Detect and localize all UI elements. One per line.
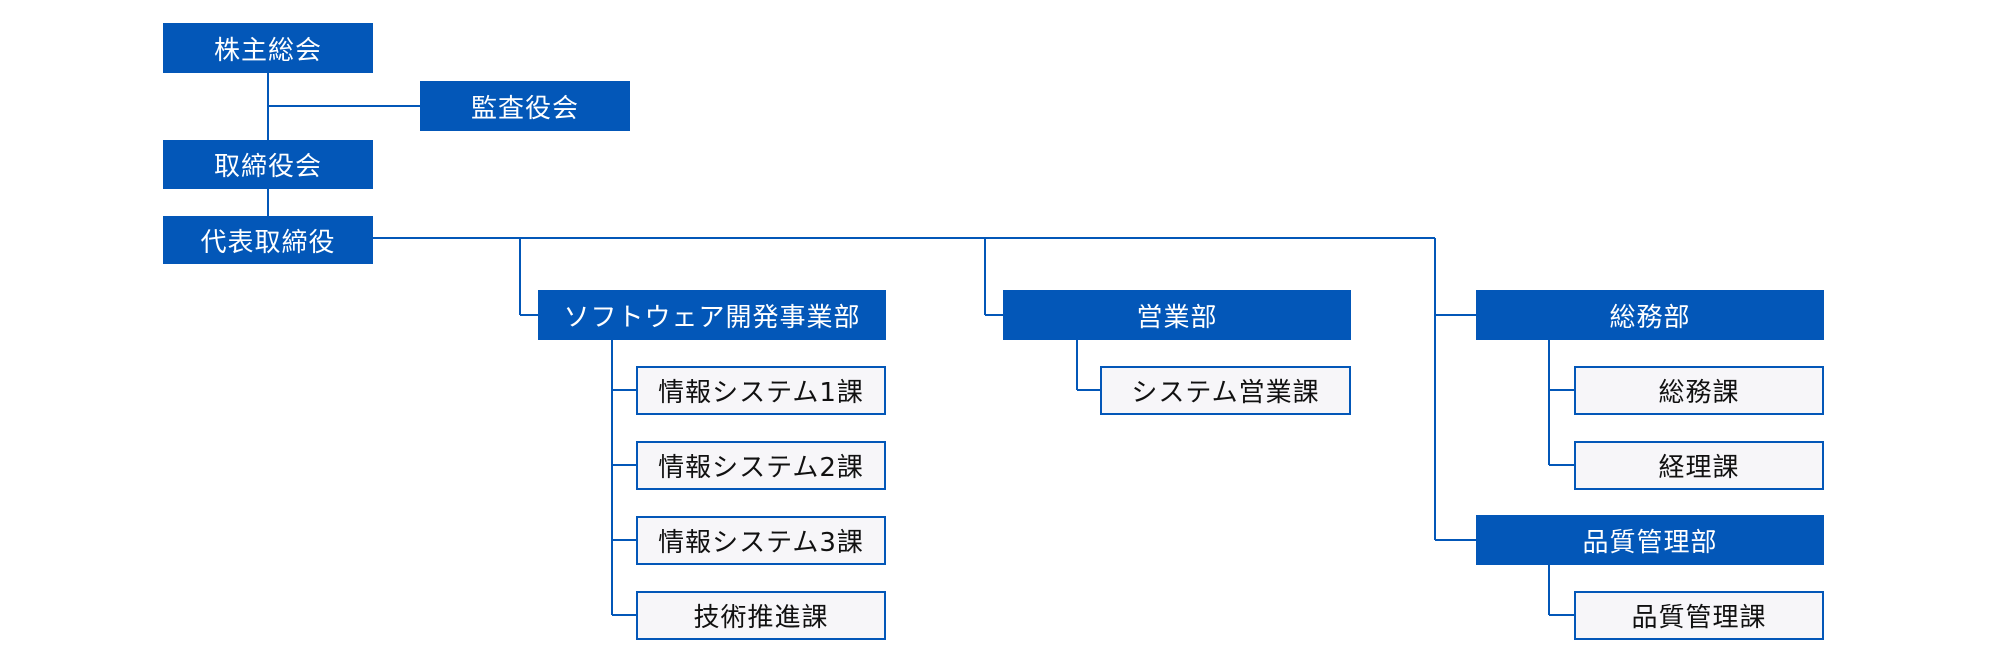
section-label: 技術推進課 <box>693 603 829 633</box>
section-box: 経理課 <box>1574 441 1824 490</box>
section-box: 情報システム1課 <box>636 366 886 415</box>
quality-division-box: 品質管理部 <box>1476 515 1824 565</box>
section-box: 総務課 <box>1574 366 1824 415</box>
shareholders-meeting-box: 株主総会 <box>163 23 373 73</box>
section-label: 情報システム2課 <box>658 453 864 483</box>
section-box: 情報システム2課 <box>636 441 886 490</box>
section-box: 品質管理課 <box>1574 591 1824 640</box>
board-label: 取締役会 <box>213 152 322 182</box>
general-affairs-division-box: 総務部 <box>1476 290 1824 340</box>
auditors-box: 監査役会 <box>420 81 630 131</box>
software-division-label: ソフトウェア開発事業部 <box>563 302 861 333</box>
quality-division-label: 品質管理部 <box>1582 527 1718 558</box>
section-label: 情報システム3課 <box>658 528 864 558</box>
section-box: 技術推進課 <box>636 591 886 640</box>
ceo-label: 代表取締役 <box>200 227 336 258</box>
software-division-box: ソフトウェア開発事業部 <box>538 290 886 340</box>
sales-division-box: 営業部 <box>1003 290 1351 340</box>
auditors-label: 監査役会 <box>470 93 579 124</box>
general-affairs-division-label: 総務部 <box>1609 302 1691 333</box>
sales-division-label: 営業部 <box>1136 302 1218 333</box>
section-label: 経理課 <box>1658 453 1740 483</box>
section-label: 品質管理課 <box>1631 603 1767 633</box>
shareholders-meeting-label: 株主総会 <box>213 35 322 66</box>
section-box: 情報システム3課 <box>636 516 886 565</box>
section-label: システム営業課 <box>1131 378 1320 408</box>
section-label: 総務課 <box>1658 378 1740 408</box>
ceo-box: 代表取締役 <box>163 216 373 264</box>
section-label: 情報システム1課 <box>658 378 864 408</box>
section-box: システム営業課 <box>1100 366 1351 415</box>
board-box: 取締役会 <box>163 140 373 189</box>
